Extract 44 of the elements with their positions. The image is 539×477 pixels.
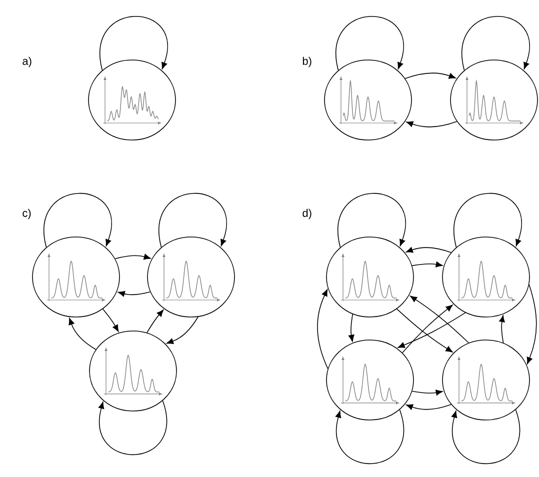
arrow	[317, 289, 328, 370]
state-circle	[88, 60, 176, 140]
panel-label: c)	[22, 208, 31, 220]
arrow	[406, 404, 452, 410]
state-circle	[442, 340, 530, 420]
state-circle	[326, 236, 414, 318]
arrow	[158, 192, 227, 248]
state-circle	[89, 330, 177, 412]
state-circle	[442, 236, 530, 318]
arrow	[338, 192, 406, 248]
arrow	[406, 247, 452, 253]
arrow	[404, 72, 456, 79]
arrow	[114, 254, 151, 260]
panel-label: d)	[302, 208, 312, 220]
state-circle	[326, 340, 414, 420]
arrow	[454, 192, 522, 248]
arrow	[166, 316, 198, 344]
arrow	[499, 315, 505, 344]
arrow	[335, 409, 404, 464]
state-circle	[147, 236, 235, 318]
arrow	[98, 400, 167, 456]
arrow	[100, 16, 168, 71]
arrow	[398, 312, 466, 348]
arrow	[412, 262, 443, 268]
arrow	[348, 314, 354, 342]
arrow	[118, 290, 151, 297]
arrow	[412, 390, 443, 396]
state-circle	[450, 60, 538, 140]
arrow	[462, 16, 530, 71]
panel-label: b)	[302, 56, 312, 68]
arrow	[336, 16, 404, 71]
arrow	[44, 192, 112, 248]
panel-label: a)	[22, 56, 32, 68]
arrow	[68, 318, 96, 350]
arrow	[402, 304, 453, 354]
arrow	[410, 296, 470, 344]
arrow	[146, 310, 164, 334]
state-circle	[324, 60, 412, 140]
arrow	[526, 284, 537, 364]
arrow	[102, 308, 119, 332]
state-circle	[32, 236, 120, 318]
arrow	[396, 308, 453, 352]
arrow	[406, 121, 458, 128]
arrow	[451, 409, 520, 464]
